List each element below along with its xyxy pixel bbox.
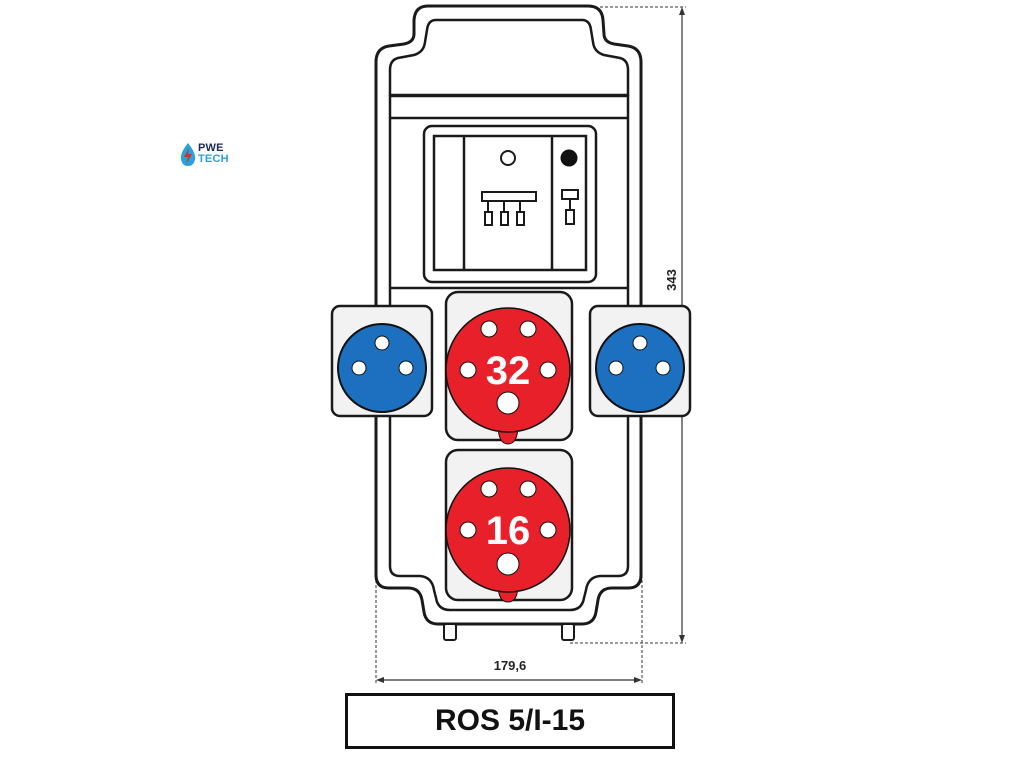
red-socket-16: 16	[444, 448, 574, 603]
model-label-box: ROS 5/I-15	[345, 693, 675, 749]
socket-rating-32: 32	[486, 349, 531, 393]
breaker-panel	[422, 124, 598, 284]
triple-breaker-switch-icon	[481, 191, 537, 226]
brand-logo: PWE TECH	[178, 141, 238, 169]
brand-line-1: PWE	[198, 142, 224, 154]
brand-line-2: TECH	[198, 153, 229, 165]
blue-socket-right	[588, 304, 692, 418]
indicator-lamp-dark-icon	[560, 149, 578, 167]
mounting-feet	[443, 623, 575, 641]
single-breaker-switch-icon	[561, 189, 579, 225]
blue-socket-left	[330, 304, 434, 418]
lightning-drop-icon	[180, 143, 196, 166]
model-label: ROS 5/I-15	[434, 704, 586, 737]
dimension-height-label: 343	[664, 269, 679, 291]
red-socket-32: 32	[444, 290, 574, 445]
lid-outline	[388, 18, 630, 97]
dimension-width: 179,6	[375, 575, 643, 684]
dimension-width-label: 179,6	[494, 658, 527, 673]
socket-rating-16: 16	[486, 509, 531, 553]
indicator-lamp-icon	[500, 150, 516, 166]
